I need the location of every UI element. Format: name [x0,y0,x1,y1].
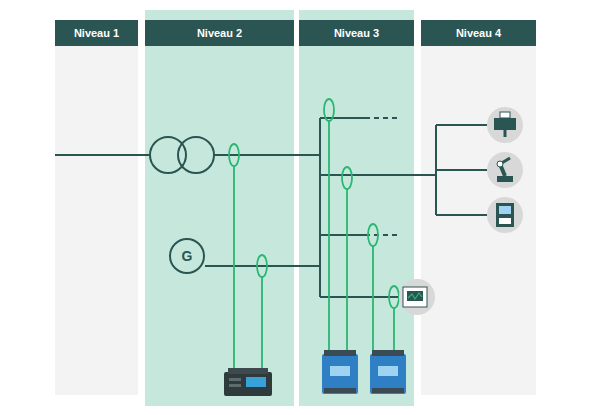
level-heading: Niveau 2 [145,20,294,46]
level-heading: Niveau 4 [421,20,536,46]
level-band: Niveau 3 [299,10,414,406]
generator-circle: G [169,238,205,274]
generator-symbol-letter: G [182,248,193,264]
level-band: Niveau 2 G [145,10,294,406]
level-band: Niveau 1 [55,20,138,395]
level-heading: Niveau 1 [55,20,138,46]
level-heading: Niveau 3 [299,20,414,46]
